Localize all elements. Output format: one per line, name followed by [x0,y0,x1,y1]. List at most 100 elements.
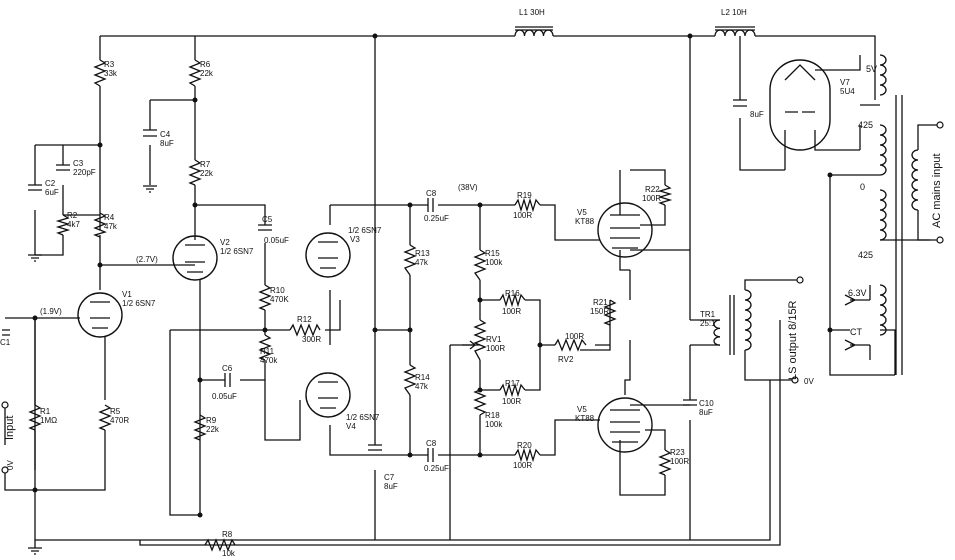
label-zero: 0 [860,182,865,192]
label-r15-ref: R15 [485,249,500,258]
choke-l1-core [515,26,553,31]
resistor-r22 [657,184,673,206]
resistor-r21 [603,299,617,326]
label-r19-value: 100R [513,211,532,220]
label-l2: L2 10H [721,8,747,17]
label-r10-value: 470K [270,295,289,304]
label-c5-ref: C5 [262,215,273,224]
resistor-r2 [55,214,71,236]
label-r7-value: 22k [200,169,214,178]
capacitors [2,99,747,462]
label-r17-value: 100R [502,397,521,406]
label-r20-ref: R20 [517,441,532,450]
label-r15-value: 100k [485,258,503,267]
label-5v: 5V [866,64,877,74]
label-c2-ref: C2 [45,179,56,188]
voltage-v2: (2.7V) [136,255,158,264]
resistor-r10 [258,284,272,311]
choke-l2 [714,29,756,37]
resistor-r9 [193,414,207,441]
label-r8-ref: R8 [222,530,233,539]
label-r8-value: 10k [222,549,236,558]
mains-terminal-b [936,236,944,244]
label-v4-type: 1/2 6SN7 [346,413,380,422]
tube-v4 [305,372,351,418]
label-r22-value: 100R [642,194,661,203]
label-r10-ref: R10 [270,286,285,295]
choke-l2-core [715,26,755,31]
label-v5b-ref: V5 [577,405,587,414]
capacitor-c10 [683,399,697,406]
tubes [77,59,831,453]
chokes [514,26,756,37]
label-r6-value: 22k [200,69,214,78]
mains-transformer [844,54,940,375]
label-r2-ref: R2 [67,211,78,220]
io-labels: Input 0V LS output 8/15R 0V AC mains inp… [4,64,943,470]
label-v7-ref: V7 [840,78,850,87]
label-r18-value: 100k [485,420,503,429]
label-tr1-value: 25:1 [700,319,716,328]
resistor-r12 [289,323,321,337]
label-c6-ref: C6 [222,364,233,373]
wiring [5,35,930,546]
label-c7-value: 8uF [384,482,398,491]
capacitor-c2 [28,184,42,191]
label-r22-ref: R22 [645,185,660,194]
capacitor-c7 [368,444,382,451]
label-r19-ref: R19 [517,191,532,200]
label-r7-ref: R7 [200,160,211,169]
label-v3-ref: V3 [350,235,360,244]
tube-v5-lower [597,397,653,453]
label-r11-ref: R11 [260,347,275,356]
input-terminal [1,401,9,409]
ground-symbols [28,185,157,555]
resistor-r4 [93,212,107,238]
voltage-v1: (1.9V) [40,307,62,316]
label-v1-type: 1/2 6SN7 [122,299,156,308]
label-ct: CT [850,327,862,337]
label-c1-ref: C1 [0,338,11,347]
resistor-r5 [98,404,112,431]
label-v3-type: 1/2 6SN7 [348,226,382,235]
capacitor-c5 [258,224,272,231]
label-r9-value: 22k [206,425,220,434]
label-r21-ref: R21 [593,298,608,307]
resistor-r6 [188,59,202,87]
label-r11-value: 470k [260,356,278,365]
label-c10-value: 8uF [699,408,713,417]
tube-v3 [305,232,351,278]
junction-dots [32,33,833,518]
label-input-0v: 0V [6,460,15,470]
capacitor-c3 [56,164,70,171]
label-c11-value: 8uF [750,110,764,119]
label-r13-value: 47k [415,258,429,267]
label-r23-ref: R23 [670,448,685,457]
resistor-r8 [204,538,236,552]
label-c6-value: 0.05uF [212,392,237,401]
capacitor-c4 [143,129,157,137]
tube-v7 [769,59,831,151]
ls-ground-terminal [791,376,799,384]
label-r21-value: 150R [590,307,609,316]
component-labels: R3 33k R2 4k7 R4 47k R1 1MΩ R5 470R R6 2… [0,8,764,558]
resistor-r14 [403,364,417,396]
label-r5-value: 470R [110,416,129,425]
label-c3-value: 220pF [73,168,96,177]
capacitor-c8b [427,448,434,462]
capacitor-c6 [224,373,231,387]
label-v2-ref: V2 [220,238,230,247]
label-tr1-ref: TR1 [700,310,716,319]
capacitor-c8a [427,198,434,212]
label-rv2-ref: RV2 [558,355,574,364]
resistor-r20 [514,447,541,463]
voltage-v3: (38V) [458,183,478,192]
label-r13-ref: R13 [415,249,430,258]
label-rv2-value: 100R [565,332,584,341]
label-r4-value: 47k [104,222,118,231]
capacitor-c1 [2,329,10,336]
label-425-b: 425 [858,250,873,260]
label-r14-value: 47k [415,382,429,391]
label-r3-value: 33k [104,69,118,78]
